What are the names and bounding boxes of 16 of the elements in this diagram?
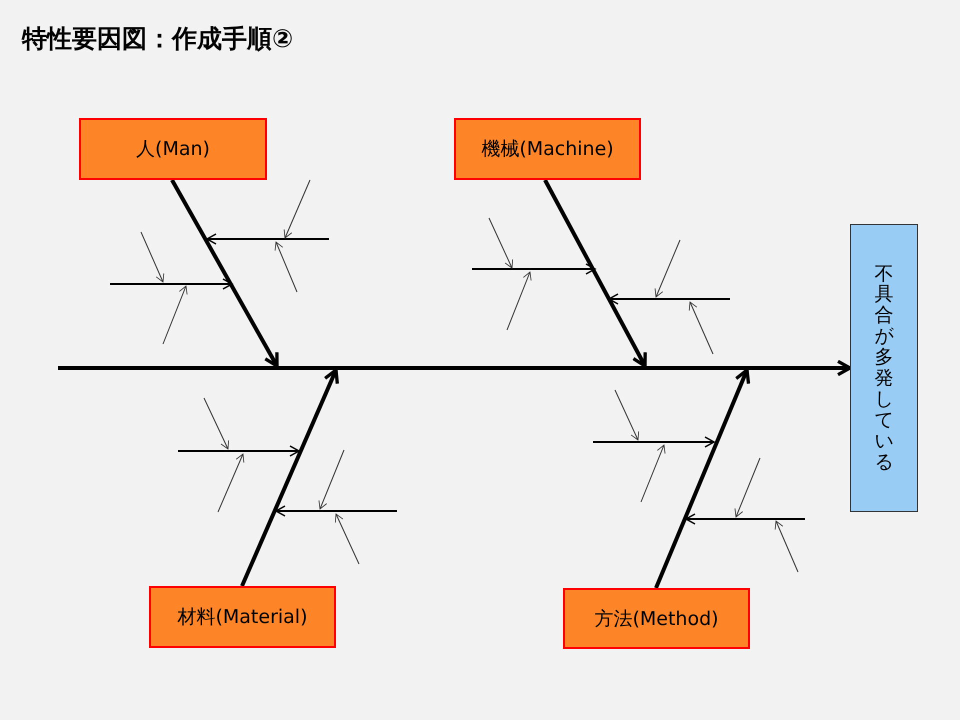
main-spine-arrow: [58, 360, 852, 376]
effect-label: 不具合が多発している: [874, 264, 894, 472]
category-box: [149, 586, 336, 648]
category-label: 機械(Machine): [481, 137, 614, 162]
cause-bone-arrow: [543, 179, 647, 368]
category-box: [454, 118, 641, 180]
category-label: 人(Man): [136, 137, 210, 162]
category-label: 方法(Method): [594, 606, 719, 632]
category-label: 材料(Material): [177, 605, 308, 630]
category-box: [563, 588, 750, 649]
cause-bone-arrow: [240, 368, 339, 587]
category-box: [79, 118, 267, 180]
cause-bone-arrow: [654, 368, 750, 589]
effect-box: [850, 224, 918, 512]
diagram-title: 特性要因図：作成手順②: [22, 23, 294, 55]
cause-bone-arrow: [170, 179, 279, 368]
